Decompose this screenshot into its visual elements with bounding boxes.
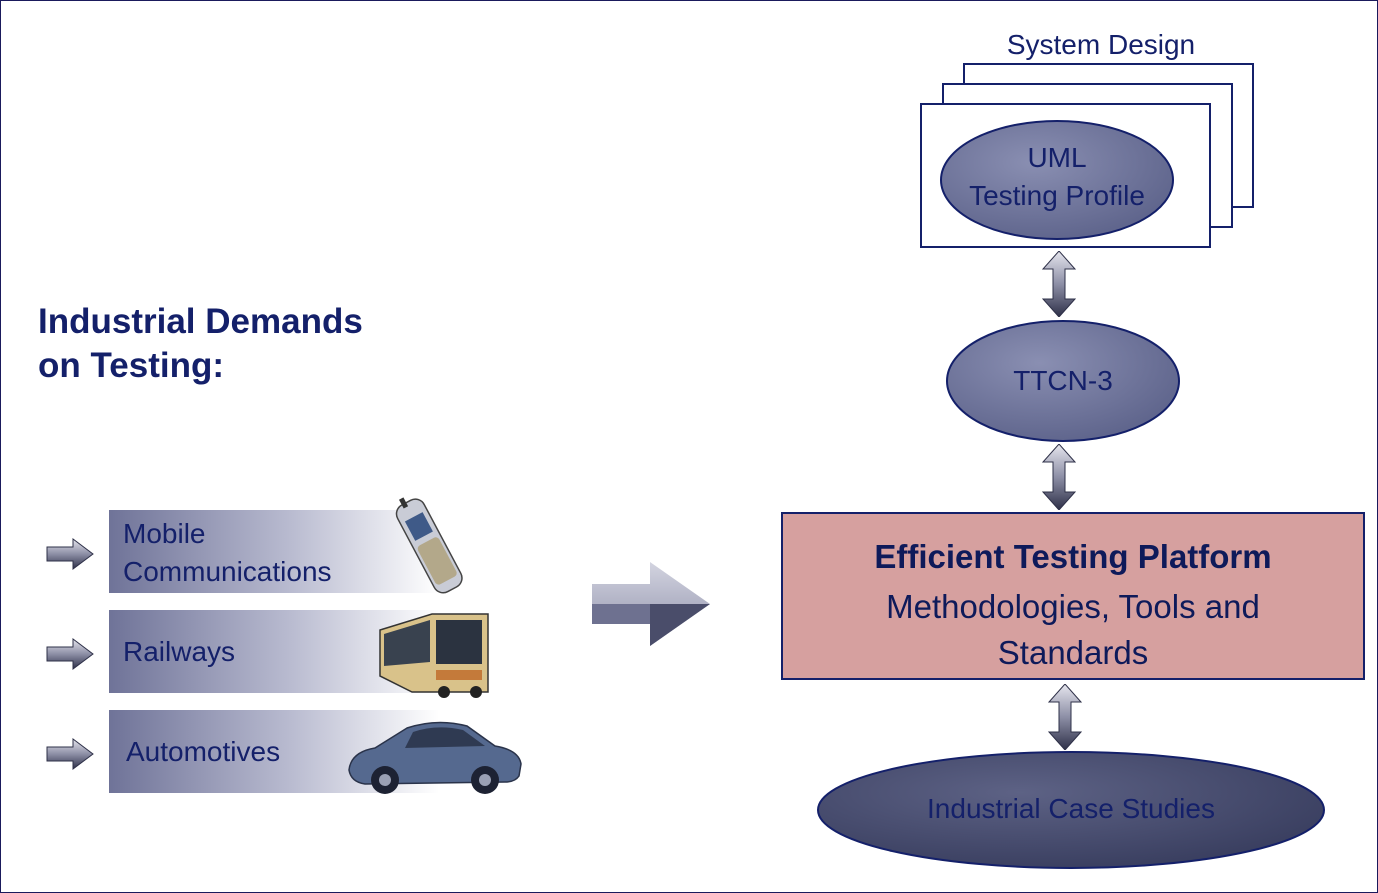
domain-label-mobile: Mobile Communications: [123, 518, 332, 587]
mobile-phone-icon: [395, 497, 463, 594]
ttcn3-ellipse: [946, 320, 1180, 442]
car-icon: [348, 721, 522, 794]
efficient-testing-platform-box: Efficient Testing Platform Methodologies…: [781, 512, 1365, 680]
domain-label-railways: Railways: [123, 636, 236, 667]
bidirectional-arrow-icon: [1047, 684, 1083, 750]
bullet-arrow-icon: [46, 638, 94, 670]
domain-label-automotives: Automotives: [126, 736, 281, 767]
heading-line-1: Industrial Demands: [38, 302, 363, 341]
platform-line-2: Standards: [997, 634, 1149, 671]
ttcn3-label: TTCN-3: [1013, 365, 1113, 396]
bidirectional-arrow-icon: [1041, 251, 1077, 317]
platform-line-1: Methodologies, Tools and: [886, 588, 1260, 625]
platform-title: Efficient Testing Platform: [874, 538, 1272, 575]
industrial-case-studies-ellipse: [817, 751, 1325, 869]
industrial-case-studies-label: Industrial Case Studies: [927, 793, 1215, 824]
train-icon: [379, 613, 489, 698]
heading-line-2: on Testing:: [38, 346, 224, 385]
flow-arrow-icon: [592, 562, 710, 646]
bullet-arrow-icon: [46, 538, 94, 570]
section-heading: Industrial Demands on Testing:: [38, 300, 363, 388]
uml-testing-profile-label: UML Testing Profile: [969, 142, 1145, 211]
uml-testing-profile-ellipse: [940, 120, 1174, 240]
bullet-arrow-icon: [46, 738, 94, 770]
domain-band-mobile: Mobile Communications: [109, 510, 439, 593]
system-design-label: System Design: [1006, 29, 1196, 60]
bidirectional-arrow-icon: [1041, 444, 1077, 510]
